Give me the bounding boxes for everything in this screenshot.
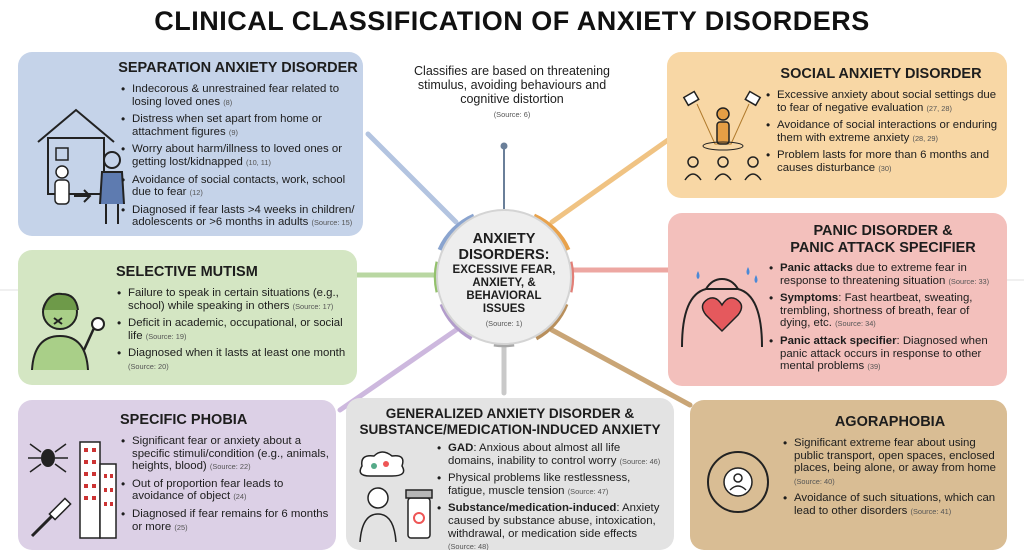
- classification-note: Classifies are based on threatening stim…: [414, 64, 610, 119]
- card-generalized-anxiety: GENERALIZED ANXIETY DISORDER &SUBSTANCE/…: [346, 398, 674, 550]
- list-item: Failure to speak in certain situations (…: [117, 287, 352, 313]
- list-item: Avoidance of social interactions or endu…: [766, 119, 999, 145]
- silenced-person-icon: [31, 292, 105, 371]
- list-item: Panic attack specifier: Diagnosed when p…: [769, 335, 1000, 374]
- list-item: Distress when set apart from home or att…: [121, 113, 358, 139]
- card-panic-disorder: PANIC DISORDER &PANIC ATTACK SPECIFIER P…: [668, 213, 1007, 386]
- list-item: Panic attacks due to extreme fear in res…: [769, 262, 1000, 288]
- list-item: Significant fear or anxiety about a spec…: [121, 435, 330, 474]
- center-source: (Source: 1): [485, 319, 523, 328]
- list-item: GAD: Anxious about almost all life domai…: [437, 442, 668, 468]
- center-heading: ANXIETY DISORDERS:: [458, 231, 550, 263]
- card-specific-phobia: SPECIFIC PHOBIA Significant fear or anxi…: [18, 400, 336, 550]
- isolated-person-icon: [707, 451, 769, 513]
- list-item: Substance/medication-induced: Anxiety ca…: [437, 502, 668, 550]
- card-selective-mutism: SELECTIVE MUTISM Failure to speak in cer…: [18, 250, 357, 385]
- symptom-list: Significant fear or anxiety about a spec…: [118, 435, 330, 534]
- list-item: Diagnosed if fear remains for 6 months o…: [121, 508, 330, 534]
- list-item: Problem lasts for more than 6 months and…: [766, 149, 999, 175]
- card-title: PANIC DISORDER &PANIC ATTACK SPECIFIER: [790, 223, 976, 256]
- card-social-anxiety: SOCIAL ANXIETY DISORDER Excessive anxiet…: [667, 52, 1007, 198]
- list-item: Excessive anxiety about social settings …: [766, 89, 999, 115]
- symptom-list: GAD: Anxious about almost all life domai…: [434, 442, 668, 550]
- card-title: GENERALIZED ANXIETY DISORDER &SUBSTANCE/…: [359, 406, 661, 437]
- list-item: Diagnosed when it lasts at least one mon…: [117, 347, 352, 373]
- symptom-list: Failure to speak in certain situations (…: [114, 287, 352, 374]
- card-agoraphobia: AGORAPHOBIA Significant extreme fear abo…: [690, 400, 1007, 550]
- list-item: Symptoms: Fast heartbeat, sweating, trem…: [769, 292, 1000, 331]
- list-item: Avoidance of such situations, which can …: [783, 492, 1000, 518]
- list-item: Worry about harm/illness to loved ones o…: [121, 143, 358, 169]
- page-title: CLINICAL CLASSIFICATION OF ANXIETY DISOR…: [154, 6, 870, 36]
- list-item: Significant extreme fear about using pub…: [783, 437, 1000, 488]
- card-title: SELECTIVE MUTISM: [116, 264, 258, 280]
- card-title: SEPARATION ANXIETY DISORDER: [118, 60, 358, 76]
- spotlight-crowd-icon: [682, 90, 762, 181]
- list-item: Physical problems like restlessness, fat…: [437, 472, 668, 498]
- list-item: Deficit in academic, occupational, or so…: [117, 317, 352, 343]
- card-separation-anxiety: SEPARATION ANXIETY DISORDER Indecorous &…: [18, 52, 363, 236]
- spider-building-syringe-icon: [28, 441, 117, 539]
- center-subheading: EXCESSIVE FEAR, ANXIETY, & BEHAVIORAL IS…: [452, 264, 556, 315]
- worried-person-medication-icon: [359, 451, 433, 543]
- list-item: Avoidance of social contacts, work, scho…: [121, 174, 358, 200]
- house-family-icon: [37, 108, 125, 224]
- card-title: SOCIAL ANXIETY DISORDER: [780, 66, 982, 82]
- list-item: Out of proportion fear leads to avoidanc…: [121, 478, 330, 504]
- list-item: Indecorous & unrestrained fear related t…: [121, 83, 358, 109]
- heart-chest-icon: [681, 267, 763, 348]
- symptom-list: Indecorous & unrestrained fear related t…: [118, 83, 358, 230]
- card-title: SPECIFIC PHOBIA: [120, 412, 248, 428]
- symptom-list: Significant extreme fear about using pub…: [780, 437, 1000, 519]
- list-item: Diagnosed if fear lasts >4 weeks in chil…: [121, 204, 358, 230]
- center-hub: ANXIETY DISORDERS: EXCESSIVE FEAR, ANXIE…: [436, 209, 572, 345]
- symptom-list: Excessive anxiety about social settings …: [763, 89, 999, 176]
- symptom-list: Panic attacks due to extreme fear in res…: [766, 262, 1000, 374]
- card-title: AGORAPHOBIA: [834, 414, 946, 430]
